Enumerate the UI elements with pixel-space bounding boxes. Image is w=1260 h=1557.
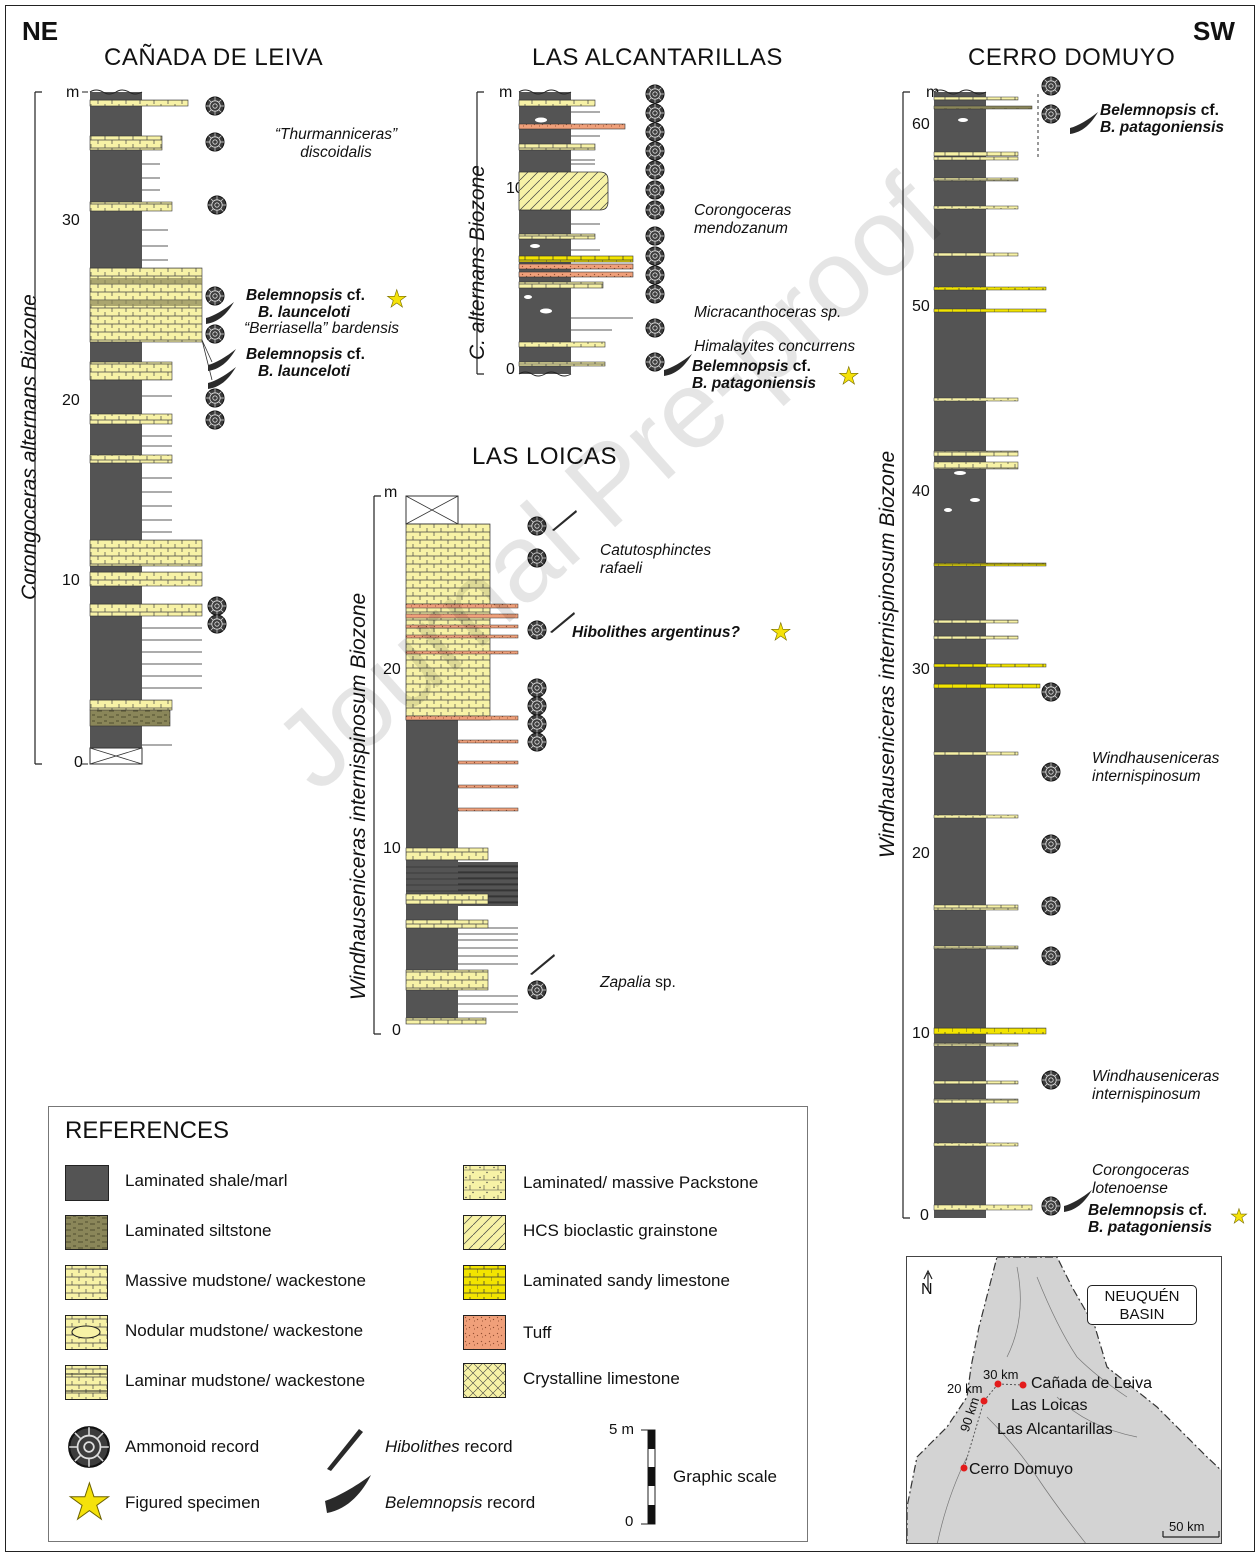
note-thurmanniceras: “Thurmanniceras” discoidalis [274, 126, 398, 161]
locality-canada-de-leiva: Cañada de Leiva [1031, 1375, 1152, 1392]
swatch-laminated-shale [65, 1165, 109, 1201]
legend-belemnopsis: Belemnopsis record [385, 1493, 536, 1512]
references-title: REFERENCES [65, 1117, 230, 1144]
tick-domuyo-30: 30 [912, 661, 930, 678]
references-box: REFERENCES Laminated shale/marl Laminate… [48, 1106, 808, 1542]
legend-hcs-grainstone: HCS bioclastic grainstone [523, 1221, 718, 1240]
note-alc-belemnopsis: Belemnopsis cf. B. patagoniensis [692, 358, 817, 392]
swatch-packstone [463, 1165, 506, 1200]
legend-hibolithes: Hibolithes record [385, 1437, 513, 1456]
scale-top-label: 5 m [609, 1421, 635, 1438]
tick-loicas-20: 20 [383, 661, 401, 678]
north-arrow-label: N [921, 1281, 933, 1298]
note-zapalia: Zapalia sp. [600, 974, 676, 991]
locality-las-loicas: Las Loicas [1011, 1397, 1088, 1414]
swatch-nodular-mudstone [65, 1315, 108, 1350]
legend-figured-specimen: Figured specimen [125, 1493, 261, 1512]
locality-las-alcantarillas: Las Alcantarillas [997, 1421, 1113, 1438]
canada-fossil-symbols [201, 96, 236, 634]
tick-domuyo-10: 10 [912, 1025, 930, 1042]
belemnopsis-icon [325, 1475, 371, 1513]
scale-bottom-label: 0 [625, 1513, 634, 1530]
title-las-alcantarillas: LAS ALCANTARILLAS [532, 44, 783, 71]
column-canada-de-leiva [34, 89, 203, 765]
neuquen-basin-label: NEUQUÉN BASIN [1087, 1285, 1197, 1325]
legend-laminar-mudstone: Laminar mudstone/ wackestone [125, 1371, 366, 1390]
column-cerro-domuyo [902, 89, 1047, 1219]
tick-canada-0: 0 [74, 754, 83, 771]
legend-sandy-limestone: Laminated sandy limestone [523, 1271, 730, 1290]
tick-domuyo-20: 20 [912, 845, 930, 862]
ammonoid-icon [68, 1426, 110, 1468]
tick-canada-30: 30 [62, 212, 80, 229]
hibolithes-icon [327, 1429, 363, 1471]
title-las-loicas: LAS LOICAS [472, 443, 618, 470]
tick-domuyo-0: 0 [920, 1207, 929, 1224]
star-icon: ★ [67, 1474, 113, 1530]
tick-alc-0: 0 [506, 361, 515, 378]
graphic-scale-bar [641, 1429, 656, 1525]
note-himalayites: Himalayites concurrens [694, 338, 856, 355]
figured-star-alcantarillas: ★ [838, 363, 860, 391]
note-catutosphinctes: Catutosphinctes rafaeli [600, 542, 712, 577]
figured-star-canada: ★ [386, 286, 408, 314]
figured-star-loicas: ★ [770, 619, 792, 647]
tick-canada-m: m [66, 84, 80, 101]
column-las-alcantarillas [476, 89, 634, 377]
note-corongoceras-lotenoense: Corongoceras lotenoense [1092, 1162, 1190, 1197]
tick-domuyo-60: 60 [912, 116, 930, 133]
legend-nodular-mudstone: Nodular mudstone/ wackestone [125, 1321, 364, 1340]
alcantarillas-fossil-symbols [645, 84, 692, 376]
note-micracanthoceras: Micracanthoceras sp. [694, 304, 842, 321]
locality-cerro-domuyo: Cerro Domuyo [969, 1461, 1074, 1478]
swatch-laminated-siltstone [65, 1215, 108, 1250]
note-domuyo-belemnopsis-bottom: Belemnopsis cf. B. patagoniensis [1088, 1202, 1213, 1236]
note-corongoceras-mendozanum: Corongoceras mendozanum [694, 202, 792, 237]
tick-loicas-10: 10 [383, 840, 401, 857]
legend-ammonoid: Ammonoid record [125, 1437, 260, 1456]
distance-20km: 20 km [947, 1381, 983, 1396]
ne-label: NE [22, 16, 59, 46]
swatch-massive-mudstone [65, 1265, 108, 1300]
swatch-crystalline-limestone [463, 1363, 506, 1398]
tick-domuyo-40: 40 [912, 483, 930, 500]
legend-massive-mudstone: Massive mudstone/ wackestone [125, 1271, 366, 1290]
map-scale-label: 50 km [1169, 1519, 1205, 1534]
title-cerro-domuyo: CERRO DOMUYO [968, 44, 1176, 71]
note-domuyo-belemnopsis-top: Belemnopsis cf. B. patagoniensis [1100, 102, 1225, 136]
domuyo-fossil-symbols [1041, 76, 1098, 1216]
note-windhauseniceras-2: Windhauseniceras internispinosum [1092, 1068, 1220, 1103]
distance-30km: 30 km [983, 1367, 1019, 1382]
legend-tuff: Tuff [523, 1323, 552, 1342]
swatch-hcs-grainstone [463, 1215, 506, 1250]
legend-laminated-shale: Laminated shale/marl [125, 1171, 288, 1190]
column-las-loicas [373, 495, 519, 1035]
loicas-fossil-symbols [527, 510, 577, 1000]
legend-laminated-siltstone: Laminated siltstone [125, 1221, 272, 1240]
tick-domuyo-50: 50 [912, 298, 930, 315]
sw-label: SW [1193, 16, 1235, 46]
swatch-sandy-limestone [463, 1265, 506, 1300]
legend-packstone: Laminated/ massive Packstone [523, 1173, 759, 1192]
tick-canada-10: 10 [62, 572, 80, 589]
location-map: N NEUQUÉN BASIN 30 km 20 km 90 km Cañada… [906, 1256, 1222, 1544]
note-canada-belemnopsis-2: Belemnopsis cf. B. launceloti [246, 346, 365, 380]
swatch-laminar-mudstone [65, 1365, 108, 1400]
tick-loicas-m: m [384, 484, 398, 501]
tick-loicas-0: 0 [392, 1022, 401, 1039]
figure-frame [5, 5, 1255, 1552]
legend-graphic-scale: Graphic scale [673, 1467, 777, 1486]
note-berriasella: “Berriasella” bardensis [244, 320, 400, 337]
note-windhauseniceras-1: Windhauseniceras internispinosum [1092, 750, 1220, 785]
note-canada-belemnopsis-1: Belemnopsis cf. B. launceloti [246, 287, 365, 321]
tick-canada-20: 20 [62, 392, 80, 409]
title-canada-de-leiva: CAÑADA DE LEIVA [104, 44, 324, 71]
note-hibolithes: Hibolithes argentinus? [572, 624, 740, 641]
legend-crystalline-limestone: Crystalline limestone [523, 1369, 680, 1388]
figured-star-domuyo: ★ [1230, 1206, 1249, 1229]
swatch-tuff [463, 1315, 506, 1350]
tick-alc-m: m [499, 84, 513, 101]
